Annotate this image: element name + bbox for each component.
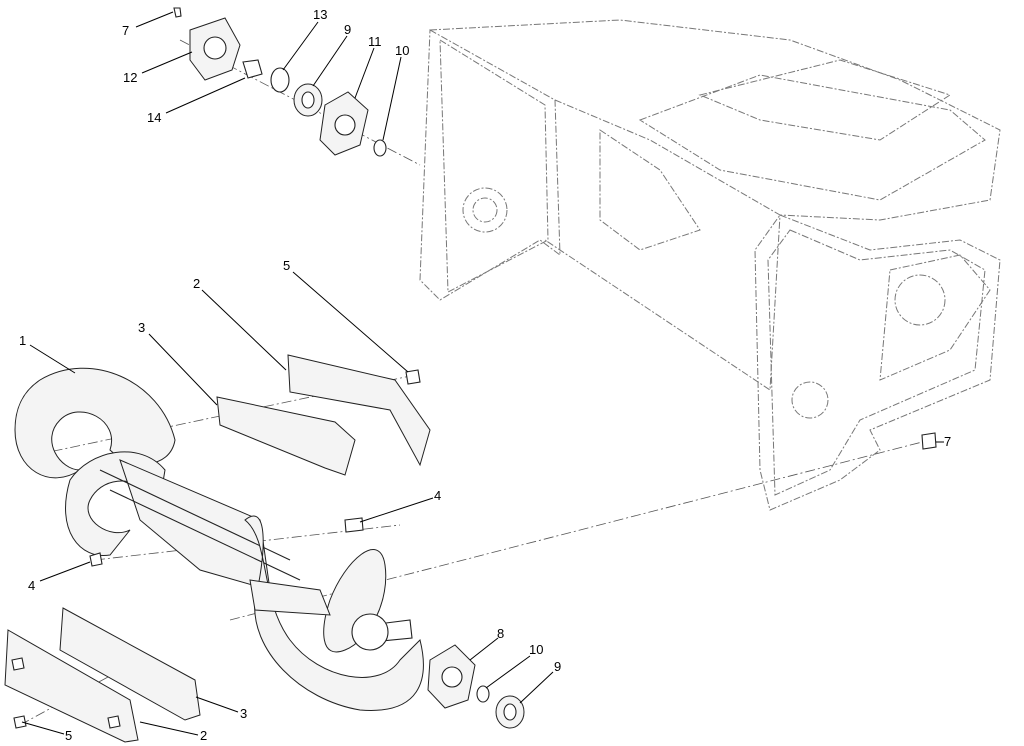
- shaft-axis-line: [229, 439, 931, 621]
- callout-label: 5: [65, 728, 72, 743]
- nut-5-lower-c: [107, 715, 121, 729]
- leader-line: [29, 344, 76, 374]
- callout-label: 9: [554, 659, 561, 674]
- bolt-7-top: [173, 7, 182, 18]
- leader-line: [21, 721, 65, 735]
- part-outline: [879, 254, 991, 381]
- part-outline: [638, 74, 986, 201]
- callout-label: 4: [434, 488, 441, 503]
- part-outline: [99, 469, 291, 561]
- spacer-14: [242, 59, 263, 79]
- leader-line: [39, 561, 91, 582]
- part-outline: [462, 187, 508, 233]
- callout-label: 2: [200, 728, 207, 743]
- part-outline: [599, 129, 701, 251]
- leader-line: [141, 51, 193, 74]
- callout-label: 13: [313, 7, 327, 22]
- part-outline: [441, 666, 463, 688]
- leader-line: [201, 289, 287, 371]
- part-outline: [439, 39, 549, 293]
- part-outline: [351, 613, 389, 651]
- leader-line: [165, 77, 246, 114]
- part-outline: [791, 381, 829, 419]
- part-outline: [503, 703, 517, 721]
- scraper-bar-2-lower: [4, 629, 139, 743]
- callout-label: 8: [497, 626, 504, 641]
- leader-line: [354, 47, 375, 99]
- callout-label: 5: [283, 258, 290, 273]
- part-outline: [472, 197, 498, 223]
- leader-line: [519, 671, 554, 704]
- retaining-ring-10-lower: [476, 685, 490, 703]
- washer-13: [270, 67, 290, 93]
- leader-line: [282, 21, 319, 71]
- part-outline: [301, 91, 315, 109]
- retaining-ring-10-top: [373, 139, 387, 157]
- shear-bolt-4-left: [89, 552, 103, 567]
- callout-label: 9: [344, 22, 351, 37]
- leader-line: [359, 497, 434, 523]
- scraper-3-lower: [59, 607, 201, 721]
- part-outline: [767, 229, 986, 496]
- auger-assembly-1: [14, 367, 424, 711]
- leader-line: [292, 271, 409, 373]
- part-outline: [894, 274, 946, 326]
- scraper-bar-2-upper: [287, 354, 431, 467]
- leader-line: [135, 11, 174, 28]
- leader-line: [312, 35, 348, 87]
- lower-bearing-parts: [427, 644, 525, 729]
- shear-bolt-4-right: [344, 517, 364, 533]
- leader-line: [469, 637, 499, 661]
- callout-label: 7: [944, 434, 951, 449]
- part-outline: [14, 367, 176, 479]
- callout-label: 2: [193, 276, 200, 291]
- part-outline: [754, 214, 1001, 511]
- callout-label: 4: [28, 578, 35, 593]
- bolt-7-right: [921, 432, 937, 450]
- leader-line: [139, 721, 199, 736]
- callouts: 7 12 14 13 9 11 10 5 2 3 1 4 4 7 8 10 9 …: [19, 7, 951, 743]
- nut-5-upper: [405, 369, 421, 385]
- scraper-3-upper: [216, 396, 356, 476]
- leader-line: [195, 696, 239, 713]
- callout-label: 7: [122, 23, 129, 38]
- nut-5-lower-b: [13, 715, 27, 729]
- callout-label: 14: [147, 110, 161, 125]
- callout-label: 10: [395, 43, 409, 58]
- leader-line: [485, 655, 531, 689]
- auger-housing-frame: [419, 19, 1001, 511]
- nut-5-lower-a: [11, 657, 25, 671]
- part-outline: [119, 459, 271, 591]
- leader-line: [148, 333, 218, 406]
- part-outline: [203, 36, 227, 60]
- part-outline: [334, 114, 356, 136]
- callout-label: 12: [123, 70, 137, 85]
- callout-label: 3: [138, 320, 145, 335]
- scraper-bars: [4, 354, 431, 743]
- upper-bearing-parts: [173, 7, 387, 157]
- part-outline: [698, 59, 952, 141]
- callout-label: 11: [368, 34, 382, 49]
- callout-label: 10: [529, 642, 543, 657]
- callout-label: 3: [240, 706, 247, 721]
- callout-label: 1: [19, 333, 26, 348]
- part-outline: [544, 99, 781, 391]
- part-outline: [429, 19, 1001, 221]
- part-outline: [249, 579, 331, 616]
- part-outline: [109, 489, 301, 581]
- leader-line: [382, 56, 402, 141]
